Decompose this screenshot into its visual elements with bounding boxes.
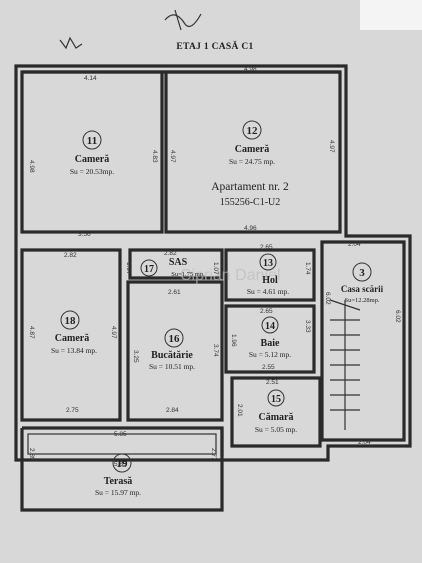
room-3-marker <box>352 262 372 282</box>
dim-4-83: 4.83 <box>151 150 158 163</box>
dim-4-98-top: 4.98 <box>244 66 257 73</box>
room-11-name: Cameră <box>75 154 109 165</box>
dim-6-02-right: 6.02 <box>394 310 401 323</box>
room-19-number: 19 <box>117 458 129 470</box>
room-12-walls <box>164 70 342 234</box>
room-17-marker <box>140 259 158 277</box>
dim-2-77: 2.77 <box>210 448 217 461</box>
apartment-code: 155256-C1-U2 <box>220 197 281 208</box>
room-3-number: 3 <box>359 267 365 279</box>
dim-2-04-b: 2.04 <box>358 439 371 446</box>
room-3-walls <box>320 240 406 442</box>
room-14-marker <box>261 316 279 334</box>
room-14-walls <box>224 304 316 374</box>
room-17-number: 17 <box>144 264 154 275</box>
room-11-walls <box>20 70 164 234</box>
dim-2-82: 2.82 <box>64 252 77 259</box>
dim-2-89: 2.89 <box>28 448 35 461</box>
dim-4-97-right: 4.97 <box>328 140 335 153</box>
room-16-name: Bucătărie <box>151 350 193 361</box>
room-3-area: Su=12.28mp. <box>344 297 379 304</box>
dim-4-97-b: 4.97 <box>110 326 117 339</box>
dim-2-55: 2.55 <box>262 364 275 371</box>
room-11-area: Su = 20.53mp. <box>70 167 114 176</box>
room-15-walls <box>230 376 322 448</box>
room-16-walls <box>126 280 224 422</box>
room-16-number: 16 <box>169 333 181 345</box>
room-14-number: 14 <box>265 321 275 332</box>
handwritten-mark <box>59 36 83 50</box>
room-13-area: Su = 4.61 mp. <box>247 287 289 296</box>
dim-3-33: 3.33 <box>304 320 311 333</box>
dim-3-25: 3.25 <box>132 350 139 363</box>
room-17-walls <box>128 248 224 280</box>
room-18-name: Cameră <box>55 333 89 344</box>
room-16-marker <box>164 328 184 348</box>
room-12-marker <box>242 120 262 140</box>
plan-title: ETAJ 1 CASĂ C1 <box>176 40 253 52</box>
dim-5-85-top: 5.85 <box>114 431 127 438</box>
dim-4-98-left: 4.98 <box>28 160 35 173</box>
room-15-number: 15 <box>271 394 281 405</box>
dim-2-65: 2.65 <box>260 244 273 251</box>
room-14-name: Baie <box>261 338 280 349</box>
dim-4-97: 4.97 <box>169 150 176 163</box>
dim-2-65-b: 2.65 <box>260 308 273 315</box>
room-14-area: Su = 5.12 mp. <box>249 350 291 359</box>
room-12-name: Cameră <box>235 144 269 155</box>
room-11-number: 11 <box>87 135 97 147</box>
room-19-area: Su = 15.97 mp. <box>95 488 141 497</box>
room-12-number: 12 <box>247 125 259 137</box>
room-16-area: Su = 10.51 mp. <box>149 362 195 371</box>
dim-4-87: 4.87 <box>28 326 35 339</box>
room-13-name: Hol <box>262 275 278 286</box>
handwritten-signature <box>164 9 202 31</box>
outer-wall <box>14 64 412 462</box>
room-17-area: Su=1.75 mp. <box>171 271 205 278</box>
room-18-area: Su = 13.84 mp. <box>51 346 97 355</box>
room-15-name: Cămară <box>259 412 294 423</box>
dim-2-61: 2.61 <box>168 289 181 296</box>
room-11-marker <box>82 130 102 150</box>
watermark: Ciprian Daniel <box>180 267 281 284</box>
dim-2-75: 2.75 <box>66 407 79 414</box>
room-18-walls <box>20 248 122 422</box>
dim-2-04: 2.04 <box>348 241 361 248</box>
room-13-walls <box>224 248 316 302</box>
dim-1-74: 1.74 <box>304 262 311 275</box>
room-15-area: Su = 5.05 mp. <box>255 425 297 434</box>
dim-3-74: 3.74 <box>212 344 219 357</box>
staircase <box>329 299 361 430</box>
room-15-marker <box>267 389 285 407</box>
dim-3-56: 3.56 <box>78 231 91 238</box>
room-19-name: Terasă <box>104 476 133 487</box>
apartment-title: Apartament nr. 2 <box>211 181 289 193</box>
room-19-marker <box>112 453 132 473</box>
room-18-marker <box>60 310 80 330</box>
paper-corner <box>360 0 422 30</box>
room-18-number: 18 <box>65 315 77 327</box>
room-13-marker <box>259 253 277 271</box>
room-3-name: Casa scării <box>341 284 384 294</box>
dim-2-82-b: 2.82 <box>164 250 177 257</box>
dim-2-01: 2.01 <box>236 404 243 417</box>
dim-2-84: 2.84 <box>166 407 179 414</box>
dim-5-85-bottom: 5.85 <box>114 461 127 468</box>
room-13-number: 13 <box>263 258 273 269</box>
dim-1-07: 1.07 <box>125 262 132 275</box>
dim-1-96: 1.96 <box>230 334 237 347</box>
dim-4-96: 4.96 <box>244 225 257 232</box>
dim-1-07-b: 1.07 <box>212 262 219 275</box>
terrace-outline <box>20 428 224 512</box>
room-12-area: Su = 24.75 mp. <box>229 157 275 166</box>
dim-6-02-left: 6.02 <box>324 292 331 305</box>
room-17-name: SAS <box>169 257 188 268</box>
dim-2-51: 2.51 <box>266 379 279 386</box>
dim-4-14: 4.14 <box>84 75 97 82</box>
